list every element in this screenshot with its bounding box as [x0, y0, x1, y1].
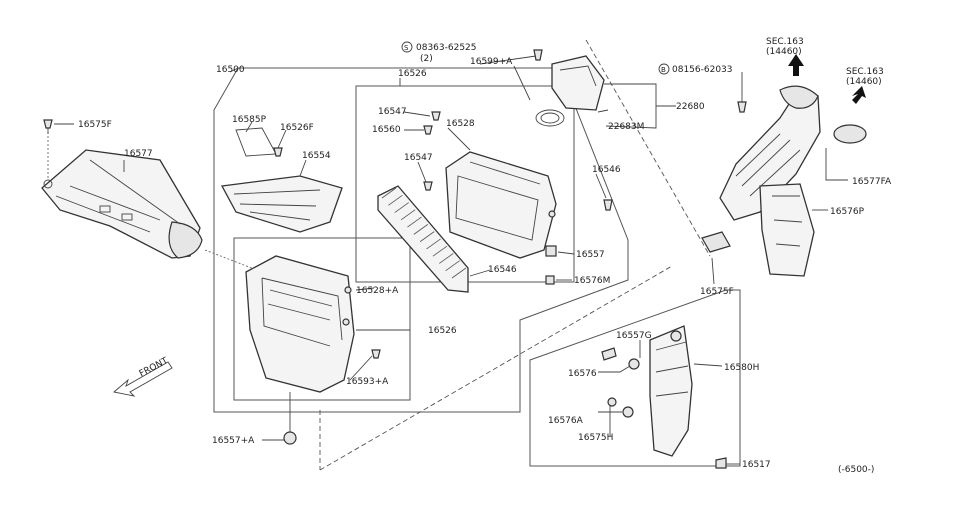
label-16576M: 16576M	[574, 276, 610, 286]
label-front: FRONT	[138, 356, 170, 379]
label-16575F-b: 16575F	[700, 287, 734, 297]
filter-pleat	[394, 202, 409, 213]
label-16546: 16546	[592, 165, 621, 175]
label-sec163b: SEC.163	[846, 67, 884, 77]
front-arrow-icon	[113, 361, 173, 397]
label-08156: 08156-62033	[672, 65, 733, 75]
label-16526b: 16526	[428, 326, 457, 336]
label-16557G: 16557G	[616, 331, 652, 341]
bolt-08363-icon	[533, 49, 543, 61]
resonator-outline	[529, 289, 741, 467]
filter-pleat	[388, 194, 403, 206]
label-16526F: 16526F	[280, 123, 314, 133]
label-16517: 16517	[742, 460, 771, 470]
cap-16577FA	[833, 124, 867, 144]
grommet-16557G-icon	[628, 358, 640, 370]
housing-lower-16528	[245, 255, 355, 393]
sensor-16557-icon	[545, 245, 557, 257]
dash-link-1	[319, 265, 673, 471]
assembly-16500-outline	[213, 67, 629, 413]
label-16547b: 16547	[404, 153, 433, 163]
label-16500: 16500	[216, 65, 245, 75]
label-08363-qty: (2)	[420, 54, 433, 64]
diagram-code: (-6500-)	[838, 465, 874, 475]
housing-cover-16526	[445, 151, 557, 259]
label-16526: 16526	[398, 69, 427, 79]
label-16547: 16547	[378, 107, 407, 117]
filter-pleat	[381, 187, 397, 199]
label-16580H: 16580H	[724, 363, 759, 373]
filter-pleat	[451, 267, 467, 279]
gasket-22683M	[535, 109, 565, 127]
label-16557A: 16557+A	[212, 436, 255, 446]
duct-16554	[220, 175, 343, 233]
bolt-16560-icon	[423, 125, 433, 135]
bolt-16576-icon	[601, 347, 617, 361]
filter-pleat	[413, 224, 429, 235]
screw-16593A-icon	[371, 349, 381, 359]
label-08363: 08363-62525	[416, 43, 477, 53]
clamp-16576M-icon	[545, 275, 555, 285]
label-16577: 16577	[124, 149, 153, 159]
clip-16575F-icon	[43, 119, 53, 134]
svg-text:S: S	[404, 44, 409, 52]
bolt-08156-icon	[737, 101, 747, 113]
label-16546-element: 16546	[488, 265, 517, 275]
resonator-16580	[649, 325, 693, 457]
lower-box-outline	[233, 237, 411, 401]
svg-text:B: B	[661, 66, 666, 74]
clip-16576A-icon	[607, 397, 617, 407]
label-sec163a: SEC.163	[766, 37, 804, 47]
label-16557: 16557	[576, 250, 605, 260]
filter-pleat	[445, 260, 460, 272]
filter-pleat	[432, 245, 448, 257]
filter-pleat	[439, 253, 454, 264]
filter-pleat	[407, 216, 422, 228]
air-duct-16577	[41, 149, 203, 259]
label-16554: 16554	[302, 151, 331, 161]
label-sec163a2: (14460)	[766, 47, 802, 57]
maf-sensor-22680	[551, 55, 605, 111]
label-16575F: 16575F	[78, 120, 112, 130]
clamp-16575H-icon	[622, 406, 634, 418]
arrow-sec163b-icon	[852, 86, 866, 104]
label-16593A: 16593+A	[346, 377, 389, 387]
label-16576A: 16576A	[548, 416, 584, 426]
bolt-16517-icon	[715, 457, 727, 469]
s-marker-2-icon: B	[658, 63, 670, 75]
label-16576: 16576	[568, 369, 597, 379]
filter-element-16546	[377, 185, 469, 293]
label-22680: 22680	[676, 102, 705, 112]
label-16560: 16560	[372, 125, 401, 135]
dash-link-3	[585, 39, 711, 257]
pad-16585P	[235, 127, 277, 157]
arrow-sec163a-icon	[788, 54, 804, 76]
clip-16575F-b-icon	[701, 231, 731, 253]
leader-lines	[54, 55, 848, 465]
label-16528A: 16528+A	[356, 286, 399, 296]
grommet-16557A-icon	[283, 392, 297, 445]
s-marker-1-icon: S	[401, 41, 413, 53]
label-16599A: 16599+A	[470, 57, 513, 67]
filter-pleat	[400, 209, 416, 221]
label-16585P: 16585P	[232, 115, 267, 125]
bolt-16546-icon	[603, 199, 613, 211]
label-16528: 16528	[446, 119, 475, 129]
filter-pleat	[426, 238, 441, 250]
bolt-16547-icon	[431, 111, 441, 121]
label-sec163b2: (14460)	[846, 77, 882, 87]
label-16575H: 16575H	[578, 433, 613, 443]
label-22683M: 22683M	[608, 122, 644, 132]
intake-duct-16576	[719, 85, 821, 277]
label-16577FA: 16577FA	[852, 177, 892, 187]
bolt-16547b-icon	[423, 181, 433, 191]
label-16576P: 16576P	[830, 207, 865, 217]
filter-pleat	[419, 231, 435, 242]
bolt-16526F-icon	[273, 147, 283, 157]
